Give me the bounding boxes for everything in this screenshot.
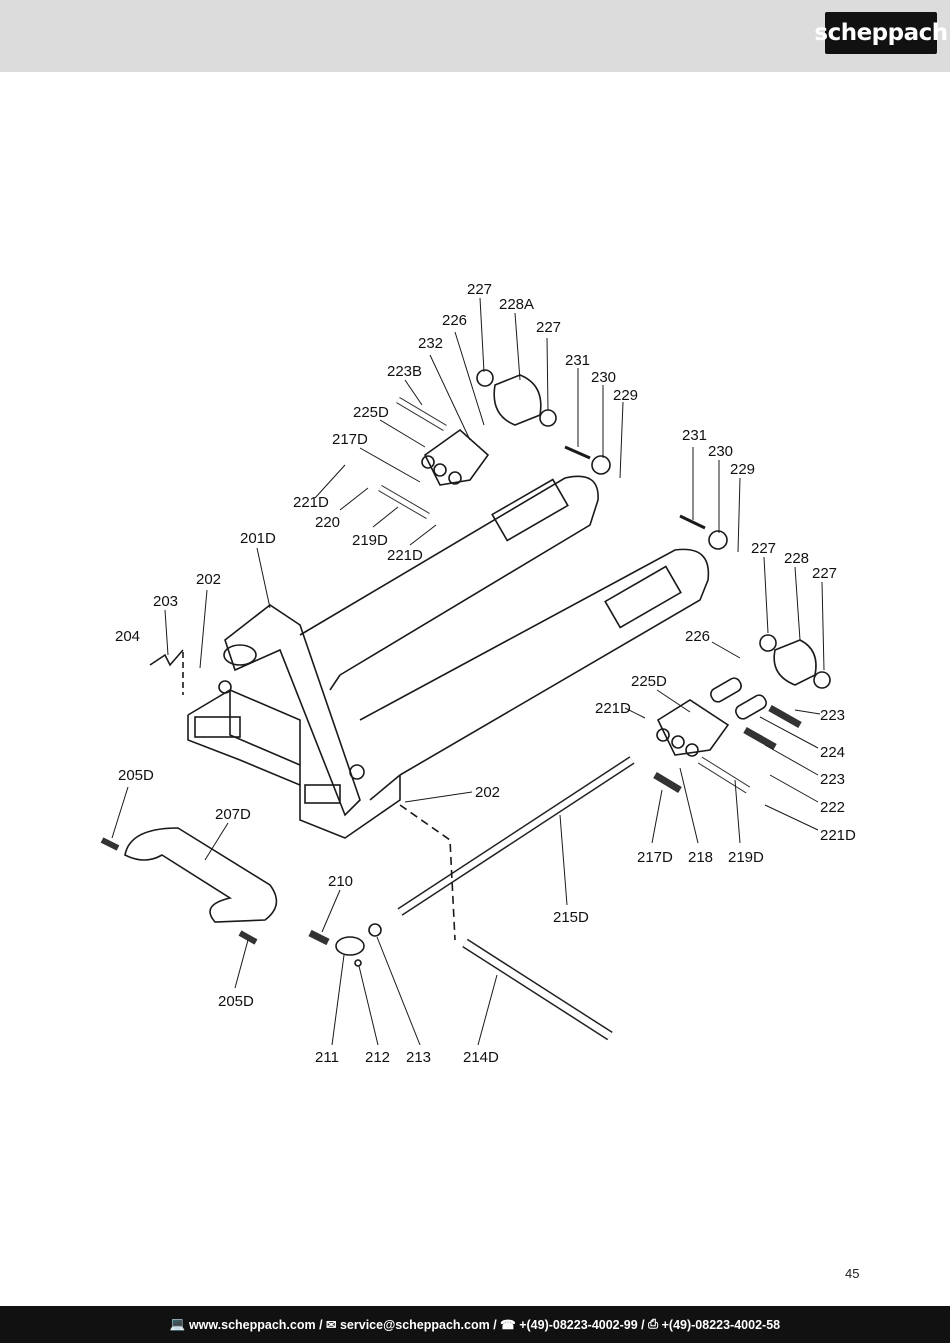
label-224: 224 [820, 744, 845, 761]
label-215D: 215D [553, 909, 589, 926]
page-number: 45 [845, 1266, 860, 1281]
label-203: 203 [153, 593, 178, 610]
label-210: 210 [328, 873, 353, 890]
label-225D: 225D [631, 673, 667, 690]
page-header-bar [0, 0, 950, 72]
left-fork [299, 475, 599, 676]
label-227: 227 [751, 540, 776, 557]
label-205D: 205D [218, 993, 254, 1010]
phone-icon: ☎ [500, 1318, 520, 1332]
label-202: 202 [475, 784, 500, 801]
label-202: 202 [196, 571, 221, 588]
email-link[interactable]: service@scheppach.com [339, 1317, 490, 1332]
label-221D: 221D [387, 547, 423, 564]
label-226: 226 [685, 628, 710, 645]
mail-icon: ✉ [326, 1318, 340, 1332]
label-229: 229 [730, 461, 755, 478]
computer-icon: 💻 [169, 1317, 189, 1331]
label-217D: 217D [332, 431, 368, 448]
leader-lines [111, 297, 825, 1046]
pallet-truck-drawing [100, 369, 831, 1041]
axle-bracket-top [423, 428, 490, 486]
label-212: 212 [365, 1049, 390, 1066]
part-labels: 227 228A 226 227 232 231 230 229 223B 22… [115, 281, 856, 1066]
label-229: 229 [613, 387, 638, 404]
separator: / [637, 1317, 649, 1332]
label-230: 230 [591, 369, 616, 386]
label-231: 231 [682, 427, 707, 444]
label-230: 230 [708, 443, 733, 460]
label-223B: 223B [387, 363, 422, 380]
label-228A: 228A [499, 296, 534, 313]
label-228: 228 [784, 550, 809, 567]
label-226: 226 [442, 312, 467, 329]
label-201D: 201D [240, 530, 276, 547]
website-link[interactable]: www.scheppach.com [188, 1317, 316, 1332]
label-220: 220 [315, 514, 340, 531]
label-223: 223 [820, 707, 845, 724]
steering-wheel-228A [493, 374, 542, 426]
scheppach-logo: scheppach [814, 12, 948, 54]
label-205D: 205D [118, 767, 154, 784]
label-227: 227 [536, 319, 561, 336]
left-fork-slot [491, 478, 569, 542]
contact-footer: 💻 www.scheppach.com / ✉ service@scheppac… [0, 1306, 950, 1343]
tiller-lever-207D [124, 827, 278, 923]
label-204: 204 [115, 628, 140, 645]
fax-icon: ⎙ [648, 1317, 662, 1331]
label-221D: 221D [595, 700, 631, 717]
label-217D: 217D [637, 849, 673, 866]
label-214D: 214D [463, 1049, 499, 1066]
label-213: 213 [406, 1049, 431, 1066]
label-227: 227 [812, 565, 837, 582]
fax-number: +(49)-08223-4002-58 [661, 1317, 781, 1332]
pump-housing-201D [224, 604, 361, 817]
label-225D: 225D [353, 404, 389, 421]
separator: / [315, 1317, 327, 1332]
label-221D: 221D [293, 494, 329, 511]
label-227: 227 [467, 281, 492, 298]
separator: / [489, 1317, 501, 1332]
label-211: 211 [315, 1049, 339, 1066]
label-221D: 221D [820, 827, 856, 844]
right-fork-slot [604, 565, 682, 629]
load-roller-bracket [656, 699, 730, 756]
label-207D: 207D [215, 806, 251, 823]
load-wheel-228 [773, 639, 817, 686]
label-219D: 219D [728, 849, 764, 866]
label-219D: 219D [352, 532, 388, 549]
link-plate-226 [710, 677, 742, 703]
fork-frame-base [187, 715, 401, 839]
label-232: 232 [418, 335, 443, 352]
right-fork [359, 548, 710, 776]
phone-number: +(49)-08223-4002-99 [519, 1317, 638, 1332]
label-218: 218 [688, 849, 713, 866]
label-222: 222 [820, 799, 845, 816]
label-231: 231 [565, 352, 590, 369]
label-223: 223 [820, 771, 845, 788]
